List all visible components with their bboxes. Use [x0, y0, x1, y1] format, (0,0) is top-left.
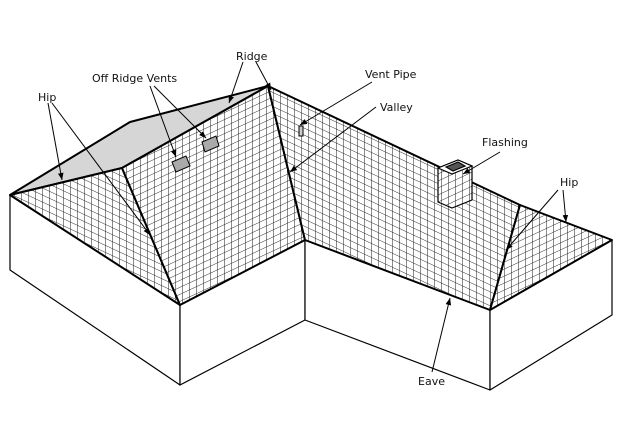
label-off-ridge-vents: Off Ridge Vents	[92, 72, 177, 85]
label-eave: Eave	[418, 375, 445, 388]
right-hip-face	[489, 204, 613, 311]
label-flashing: Flashing	[482, 136, 528, 149]
off-ridge-vent	[171, 155, 191, 173]
vent-pipe	[298, 125, 304, 137]
label-hip-right: Hip	[560, 176, 578, 189]
label-ridge: Ridge	[236, 50, 268, 63]
label-hip-left: Hip	[38, 91, 56, 104]
off-ridge-vent	[201, 135, 220, 153]
chimney	[436, 159, 474, 209]
label-vent-pipe: Vent Pipe	[365, 68, 417, 81]
label-valley: Valley	[380, 101, 413, 114]
